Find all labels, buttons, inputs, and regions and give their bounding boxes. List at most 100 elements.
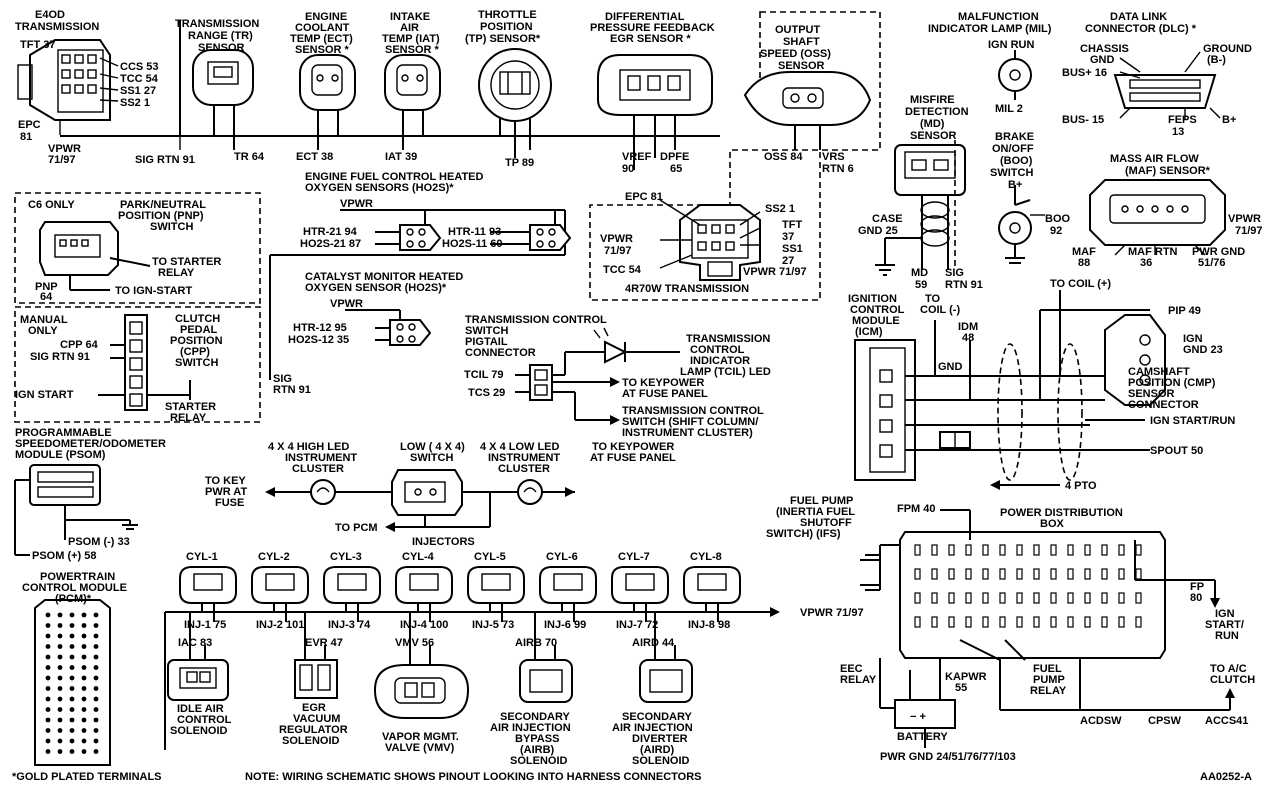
pcm-pin <box>93 612 99 618</box>
pdb-fuse <box>1084 616 1091 628</box>
ho2s-21-connector <box>399 224 442 251</box>
tcs-sw-1: TRANSMISSION CONTROL <box>622 405 764 417</box>
mil-label-1: MALFUNCTION <box>958 11 1039 23</box>
injector-cyl-label: CYL-5 <box>474 551 506 563</box>
airb-label-5: SOLENOID <box>510 755 568 767</box>
psom-plus: PSOM (+) 58 <box>32 550 97 562</box>
icm-ign-n: GND 23 <box>1183 344 1223 356</box>
oss-label-4: SENSOR <box>778 60 825 72</box>
pcm-pin <box>57 686 63 691</box>
pcm-pin <box>81 612 87 618</box>
icm-label-4: (ICM) <box>855 326 883 338</box>
cpp-label-3: POSITION <box>170 335 223 347</box>
pcm-pin <box>69 717 75 723</box>
pdb-fuse <box>1135 592 1142 604</box>
dpfe-label-1: DIFFERENTIAL <box>605 11 685 23</box>
injector-pin-label: INJ-6 99 <box>544 619 586 631</box>
psom-label-1: PROGRAMMABLE <box>15 427 112 439</box>
dlc-gnd: GND <box>1090 54 1115 66</box>
pcm-pin <box>45 717 51 723</box>
pdb-fuse <box>914 592 921 604</box>
cpp-only: ONLY <box>28 325 58 337</box>
pcm-pin <box>45 654 51 660</box>
led-ll-3: CLUSTER <box>498 463 550 475</box>
ect-label-4: SENSOR * <box>295 44 350 56</box>
cpp-sig: SIG RTN 91 <box>30 351 90 363</box>
pcm-pin <box>57 717 63 723</box>
r4-vpwr-n: 71/97 <box>604 245 632 257</box>
icm-gnd: GND <box>938 361 963 373</box>
pdb-fuse <box>1118 592 1125 604</box>
pcm-pin <box>69 665 75 670</box>
svg-text:− +: − + <box>910 711 926 723</box>
pdb-fuse <box>1084 544 1091 556</box>
dlc-ground: GROUND <box>1203 43 1252 55</box>
r4-tft-n: 37 <box>782 231 794 243</box>
icm-idm-n: 48 <box>962 332 974 344</box>
pdb-accs: ACCS41 <box>1205 715 1248 727</box>
injector-cyl-label: CYL-8 <box>690 551 722 563</box>
pcm-pin <box>93 644 99 649</box>
pcm-pin <box>93 717 99 723</box>
pdb-fuse <box>1033 568 1040 580</box>
pdb-fuse <box>1067 568 1074 580</box>
cat-ho2s-connector <box>345 309 432 346</box>
iac-label-2: CONTROL <box>177 714 232 726</box>
e4od-ss2: SS2 1 <box>120 97 150 109</box>
pcm-pin <box>81 675 87 681</box>
e4od-tft: TFT 37 <box>20 39 55 51</box>
dpfe-label-3: EGR SENSOR * <box>610 33 691 45</box>
pcm-pin <box>81 707 87 712</box>
pcm-pin <box>81 749 87 754</box>
dpfe-pin: DPFE <box>660 151 689 163</box>
tp-label-1: THROTTLE <box>478 9 537 21</box>
psom-label-2: SPEEDOMETER/ODOMETER <box>15 438 166 450</box>
dlc-label-1: DATA LINK <box>1110 11 1167 23</box>
pcm-pin-grid <box>45 612 99 754</box>
led-kp-2: AT FUSE PANEL <box>590 452 676 464</box>
evr-label-3: REGULATOR <box>279 724 348 736</box>
e4od-subtitle: TRANSMISSION <box>15 21 99 33</box>
pcm-pin <box>69 749 75 754</box>
pdb-fuse <box>948 544 955 556</box>
power-distribution-box: − + <box>860 509 1235 748</box>
pcm-pin <box>57 749 63 754</box>
pcm-pin <box>69 623 75 628</box>
dpfe-vref: VREF <box>622 151 652 163</box>
led-kpr-1: TO KEY <box>205 475 246 487</box>
cpp-label-2: PEDAL <box>180 324 218 336</box>
pdb-fuse <box>1050 544 1057 556</box>
pdb-fuse <box>1101 568 1108 580</box>
tcs-tcs: TCS 29 <box>468 387 505 399</box>
aird-pin: AIRD 44 <box>632 637 675 649</box>
pdb-fuse <box>965 568 972 580</box>
pdb-fuse <box>1118 544 1125 556</box>
pdb-fuse <box>982 544 989 556</box>
airb-pin: AIRB 70 <box>515 637 557 649</box>
4r70w-connector <box>659 199 761 281</box>
ho2s-ho11: HO2S-11 60 <box>442 238 503 250</box>
footer-code: AA0252-A <box>1200 771 1252 783</box>
fp-fpm: FPM 40 <box>897 503 936 515</box>
injector-pin-label: INJ-7 72 <box>616 619 658 631</box>
pdb-fuse <box>1067 616 1074 628</box>
mil-lamp <box>998 50 1032 100</box>
iat-sensor <box>384 54 441 150</box>
pcm-pin <box>69 686 75 691</box>
boo-label-1: BRAKE <box>995 131 1034 143</box>
pcm-label-3: (PCM)* <box>55 593 92 605</box>
vmv-valve <box>373 612 470 719</box>
pdb-label-2: BOX <box>1040 518 1065 530</box>
icm-label-3: MODULE <box>852 315 900 327</box>
led-kp-1: TO KEYPOWER <box>592 441 674 453</box>
pdb-fuse <box>914 616 921 628</box>
pnp-starter: TO STARTER <box>152 256 221 268</box>
pcm-pin <box>45 633 51 639</box>
tcs-lamp-4: LAMP (TCIL) LED <box>680 366 771 378</box>
